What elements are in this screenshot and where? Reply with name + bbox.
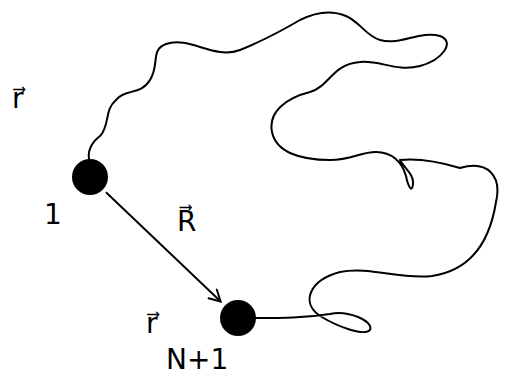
- position-vector-label: r⃗: [12, 85, 24, 113]
- bead-index: 1: [44, 201, 62, 229]
- bead: r⃗1: [72, 159, 108, 195]
- chain-curve: [89, 13, 498, 333]
- position-vector-label: r⃗: [146, 310, 158, 338]
- bead-index: N+1: [166, 346, 228, 374]
- end-to-end-vector: [106, 192, 221, 301]
- bead: r⃗N+1: [220, 300, 256, 336]
- vector-label: R⃗: [177, 208, 196, 236]
